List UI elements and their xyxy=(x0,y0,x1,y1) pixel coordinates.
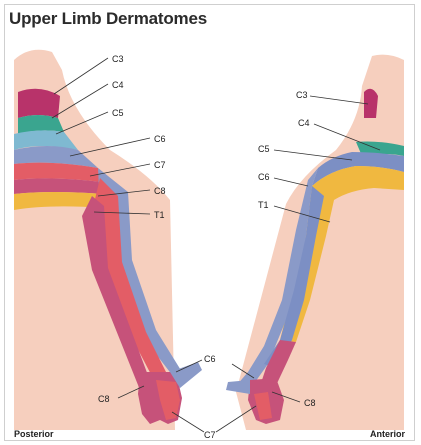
anterior-label-c4: C4 xyxy=(298,118,310,128)
posterior-label-c5: C5 xyxy=(112,108,124,118)
posterior-label-c6: C6 xyxy=(154,134,166,144)
anterior-label-c8-hand: C8 xyxy=(304,398,316,408)
posterior-caption: Posterior xyxy=(14,429,54,439)
posterior-c3-zone xyxy=(18,89,60,118)
posterior-view xyxy=(14,50,202,430)
posterior-label-c8-hand: C8 xyxy=(98,394,110,404)
posterior-label-c7: C7 xyxy=(154,160,166,170)
anterior-label-c3: C3 xyxy=(296,90,308,100)
posterior-label-c6-hand: C6 xyxy=(204,354,216,364)
anterior-view xyxy=(226,55,404,430)
anterior-label-c5: C5 xyxy=(258,144,270,154)
posterior-label-c4: C4 xyxy=(112,80,124,90)
posterior-label-c8: C8 xyxy=(154,186,166,196)
posterior-label-c3: C3 xyxy=(112,54,124,64)
anterior-label-t1: T1 xyxy=(258,200,269,210)
posterior-label-t1: T1 xyxy=(154,210,165,220)
anterior-thumb xyxy=(226,380,250,394)
anterior-caption: Anterior xyxy=(370,429,406,439)
posterior-label-c7-hand: C7 xyxy=(204,430,216,440)
anterior-label-c6: C6 xyxy=(258,172,270,182)
